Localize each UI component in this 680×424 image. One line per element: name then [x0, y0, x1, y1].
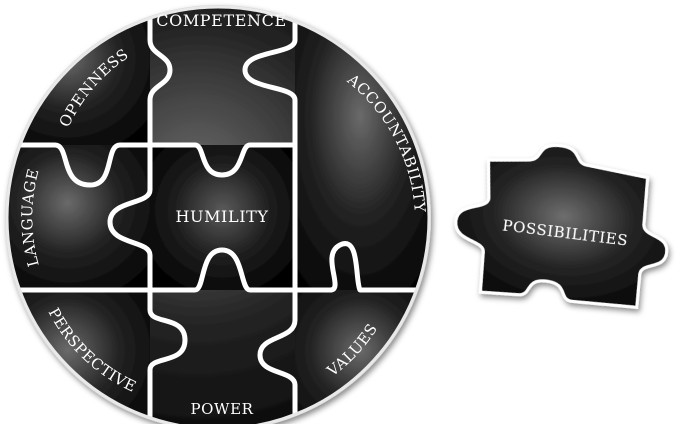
piece-openness	[0, 0, 150, 145]
label-power: POWER	[190, 400, 253, 418]
detached-piece: POSSIBILITIES	[448, 134, 678, 314]
piece-accountability	[295, 0, 440, 290]
label-competence: COMPETENCE	[156, 11, 287, 30]
piece-perspective	[0, 290, 150, 424]
piece-language	[0, 145, 150, 290]
label-humility: HUMILITY	[175, 207, 268, 226]
